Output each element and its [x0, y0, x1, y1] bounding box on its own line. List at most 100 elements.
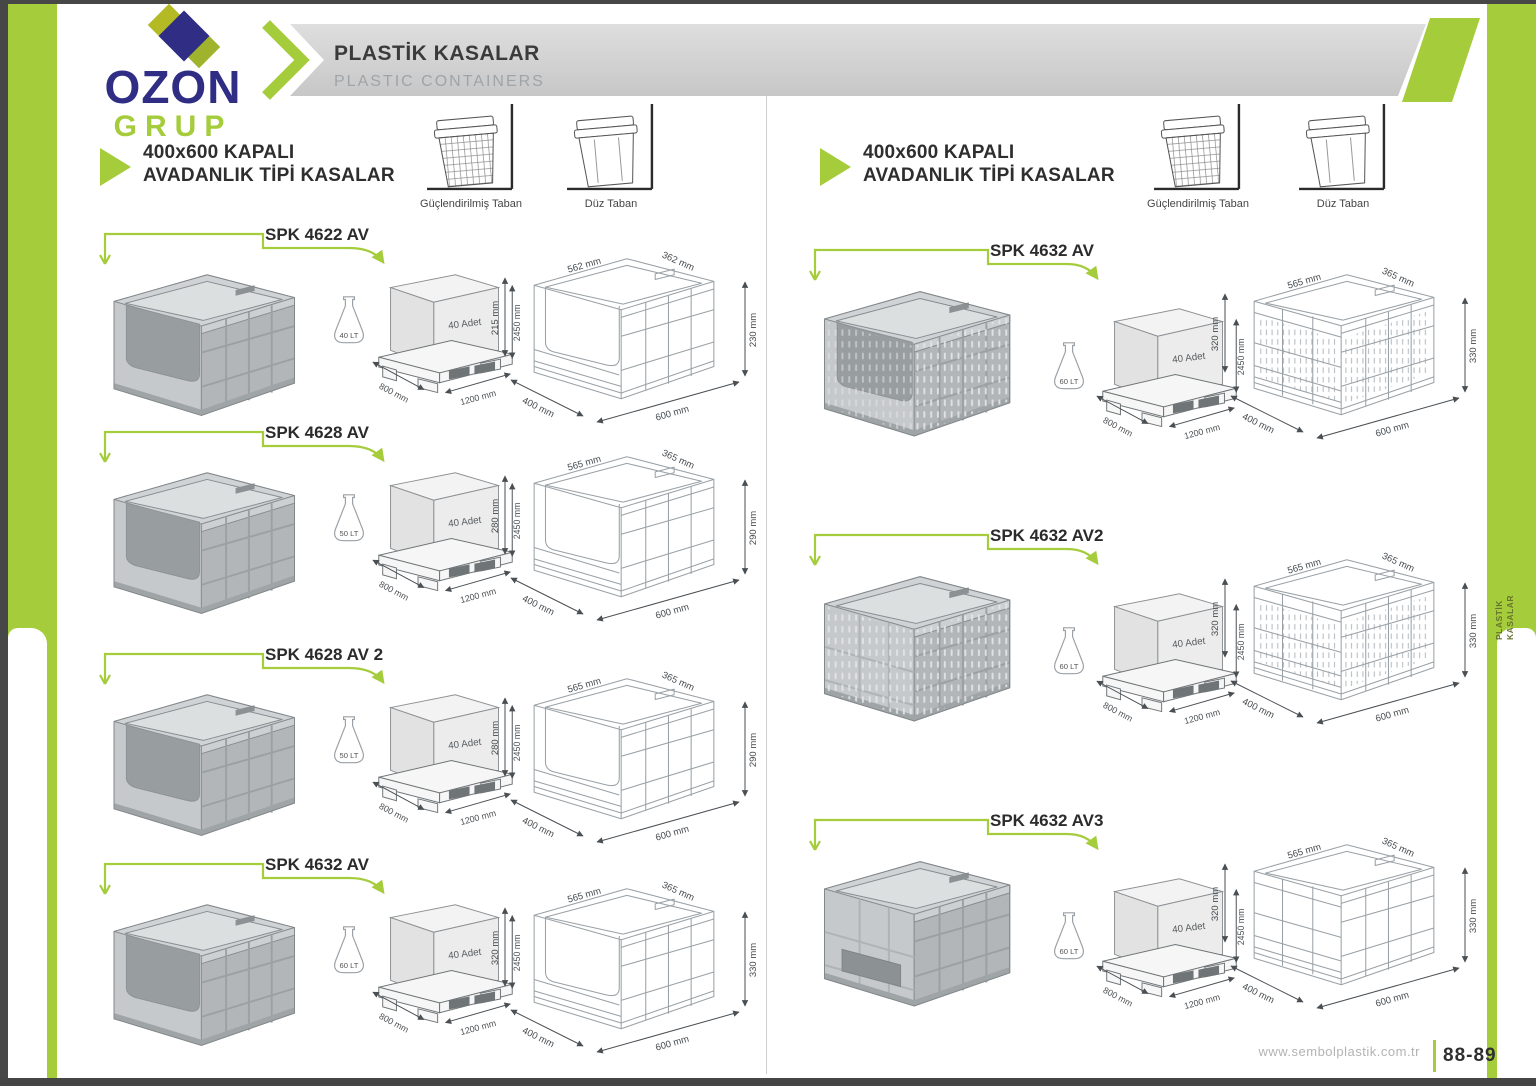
dim-outer-width: 400 mm	[1240, 981, 1276, 1006]
dim-front-height: 280 mm	[490, 499, 501, 533]
dim-inner-width: 362 mm	[660, 250, 696, 274]
product-photo	[95, 450, 323, 621]
logo-title: OZON	[104, 61, 242, 113]
product-row: SPK 4628 AV 50 LT 40 Adet 2450 mm 800 mm…	[95, 422, 765, 640]
product-name: SPK 4628 AV 2	[265, 645, 384, 664]
pallet-diagram: 40 Adet 2450 mm 800 mm 1200 mm	[1087, 868, 1246, 1011]
pallet-height-label: 2450 mm	[512, 304, 522, 341]
page-border-bottom	[0, 1078, 1536, 1086]
pallet-depth-label: 800 mm	[377, 1011, 410, 1035]
reinforced-base-icon	[1150, 100, 1246, 196]
pallet-height-label: 2450 mm	[1236, 623, 1246, 660]
logo-subtitle: GRUP	[113, 110, 233, 143]
pallet-count-label: 40 Adet	[1172, 636, 1207, 651]
page-header-banner: PLASTİK KASALAR PLASTIC CONTAINERS	[262, 18, 1480, 102]
capacity-label: 60 LT	[1060, 947, 1079, 956]
pallet-diagram: 40 Adet 2450 mm 800 mm 1200 mm	[1087, 298, 1246, 441]
dim-inner-width: 365 mm	[660, 880, 696, 904]
dim-inner-length: 565 mm	[566, 676, 602, 696]
pallet-width-label: 1200 mm	[459, 808, 497, 827]
pallet-height-label: 2450 mm	[512, 502, 522, 539]
dim-outer-width: 400 mm	[520, 815, 556, 840]
capacity-flask-icon: 40 LT	[331, 294, 367, 350]
dim-inner-width: 365 mm	[1380, 551, 1416, 575]
reinforced-base-icon	[423, 100, 519, 196]
header-chevron-icon	[262, 20, 310, 100]
section-title: 400x600 KAPALI AVADANLIK TİPİ KASALAR	[863, 142, 1115, 188]
base-type-flat: Düz Taban	[555, 100, 667, 210]
header-title: PLASTİK KASALAR	[334, 42, 540, 65]
pallet-width-label: 1200 mm	[459, 388, 497, 407]
dim-outer-length: 600 mm	[654, 824, 690, 844]
dim-front-height: 320 mm	[1210, 317, 1221, 351]
product-name: SPK 4622 AV	[265, 225, 369, 244]
dim-inner-width: 365 mm	[660, 670, 696, 694]
dimension-drawing: 562 mm 362 mm 215 mm 230 mm 400 mm 600 m…	[490, 250, 759, 424]
dim-outer-length: 600 mm	[654, 602, 690, 622]
product-row: SPK 4628 AV 2 50 LT 40 Adet 2450 mm 800 …	[95, 644, 765, 862]
page-border-top	[0, 0, 1536, 4]
flat-base-icon	[1295, 100, 1391, 196]
product-photo	[95, 672, 323, 843]
dim-outer-length: 600 mm	[1374, 705, 1410, 725]
pallet-depth-label: 800 mm	[377, 579, 410, 603]
product-callout-bracket	[99, 232, 395, 270]
capacity-flask-icon: 60 LT	[1051, 340, 1087, 396]
capacity-label: 50 LT	[340, 529, 359, 538]
dim-outer-width: 400 mm	[520, 593, 556, 618]
base-type-reinforced: Güçlendirilmiş Taban	[1132, 100, 1264, 210]
pallet-count-label: 40 Adet	[448, 947, 483, 962]
pallet-diagram: 40 Adet 2450 mm 800 mm 1200 mm	[363, 264, 522, 407]
base-type-flat: Düz Taban	[1287, 100, 1399, 210]
page-border-left	[0, 0, 8, 1086]
product-callout-bracket	[809, 248, 1105, 286]
reinforced-base-label: Güçlendirilmiş Taban	[420, 198, 522, 210]
product-photo	[805, 838, 1039, 1014]
dim-inner-length: 565 mm	[1286, 557, 1322, 577]
dim-inner-width: 365 mm	[660, 448, 696, 472]
product-name: SPK 4632 AV2	[990, 526, 1104, 545]
dim-inner-length: 565 mm	[566, 454, 602, 474]
header-subtitle: PLASTIC CONTAINERS	[334, 73, 545, 90]
dim-inner-width: 365 mm	[1380, 836, 1416, 860]
capacity-flask-icon: 60 LT	[331, 924, 367, 980]
dimension-drawing: 565 mm 365 mm 280 mm 290 mm 400 mm 600 m…	[490, 670, 759, 844]
product-row: SPK 4632 AV3 60 LT 40 Adet 2450 mm 800 m…	[805, 810, 1490, 1045]
pallet-height-label: 2450 mm	[512, 934, 522, 971]
capacity-label: 40 LT	[340, 331, 359, 340]
product-name: SPK 4628 AV	[265, 423, 369, 442]
product-name: SPK 4632 AV	[265, 855, 369, 874]
dim-outer-length: 600 mm	[654, 404, 690, 424]
footer-divider	[1433, 1040, 1436, 1072]
dimension-drawing: 565 mm 365 mm 320 mm 330 mm 400 mm 600 m…	[1210, 551, 1479, 725]
pallet-width-label: 1200 mm	[459, 586, 497, 605]
product-callout-bracket	[809, 818, 1105, 856]
flat-base-label: Düz Taban	[584, 198, 638, 210]
dim-inner-length: 562 mm	[566, 256, 602, 276]
dim-inner-length: 565 mm	[1286, 842, 1322, 862]
dim-outer-length: 600 mm	[654, 1034, 690, 1054]
pallet-count-label: 40 Adet	[1172, 921, 1207, 936]
page-gutter-line	[766, 30, 767, 1074]
product-callout-bracket	[99, 430, 395, 468]
dim-back-height: 290 mm	[748, 511, 759, 545]
capacity-flask-icon: 60 LT	[1051, 625, 1087, 681]
capacity-label: 50 LT	[340, 751, 359, 760]
flat-base-icon	[563, 100, 659, 196]
pallet-diagram: 40 Adet 2450 mm 800 mm 1200 mm	[363, 894, 522, 1037]
product-row: SPK 4632 AV 60 LT 40 Adet 2450 mm 800 mm…	[95, 854, 765, 1072]
dim-front-height: 320 mm	[1210, 887, 1221, 921]
dim-back-height: 330 mm	[1468, 614, 1479, 648]
pallet-depth-label: 800 mm	[1101, 985, 1134, 1009]
right-tab-line2: KASALAR	[1505, 594, 1516, 640]
dim-front-height: 320 mm	[490, 931, 501, 965]
pallet-height-label: 2450 mm	[512, 724, 522, 761]
pallet-diagram: 40 Adet 2450 mm 800 mm 1200 mm	[1087, 583, 1246, 726]
capacity-flask-icon: 50 LT	[331, 492, 367, 548]
capacity-flask-icon: 50 LT	[331, 714, 367, 770]
pallet-diagram: 40 Adet 2450 mm 800 mm 1200 mm	[363, 462, 522, 605]
product-row: SPK 4632 AV2 60 LT 40 Adet 2450 mm 800 m…	[805, 525, 1490, 760]
reinforced-base-label: Güçlendirilmiş Taban	[1147, 198, 1249, 210]
dim-back-height: 330 mm	[1468, 329, 1479, 363]
dim-outer-width: 400 mm	[520, 1025, 556, 1050]
